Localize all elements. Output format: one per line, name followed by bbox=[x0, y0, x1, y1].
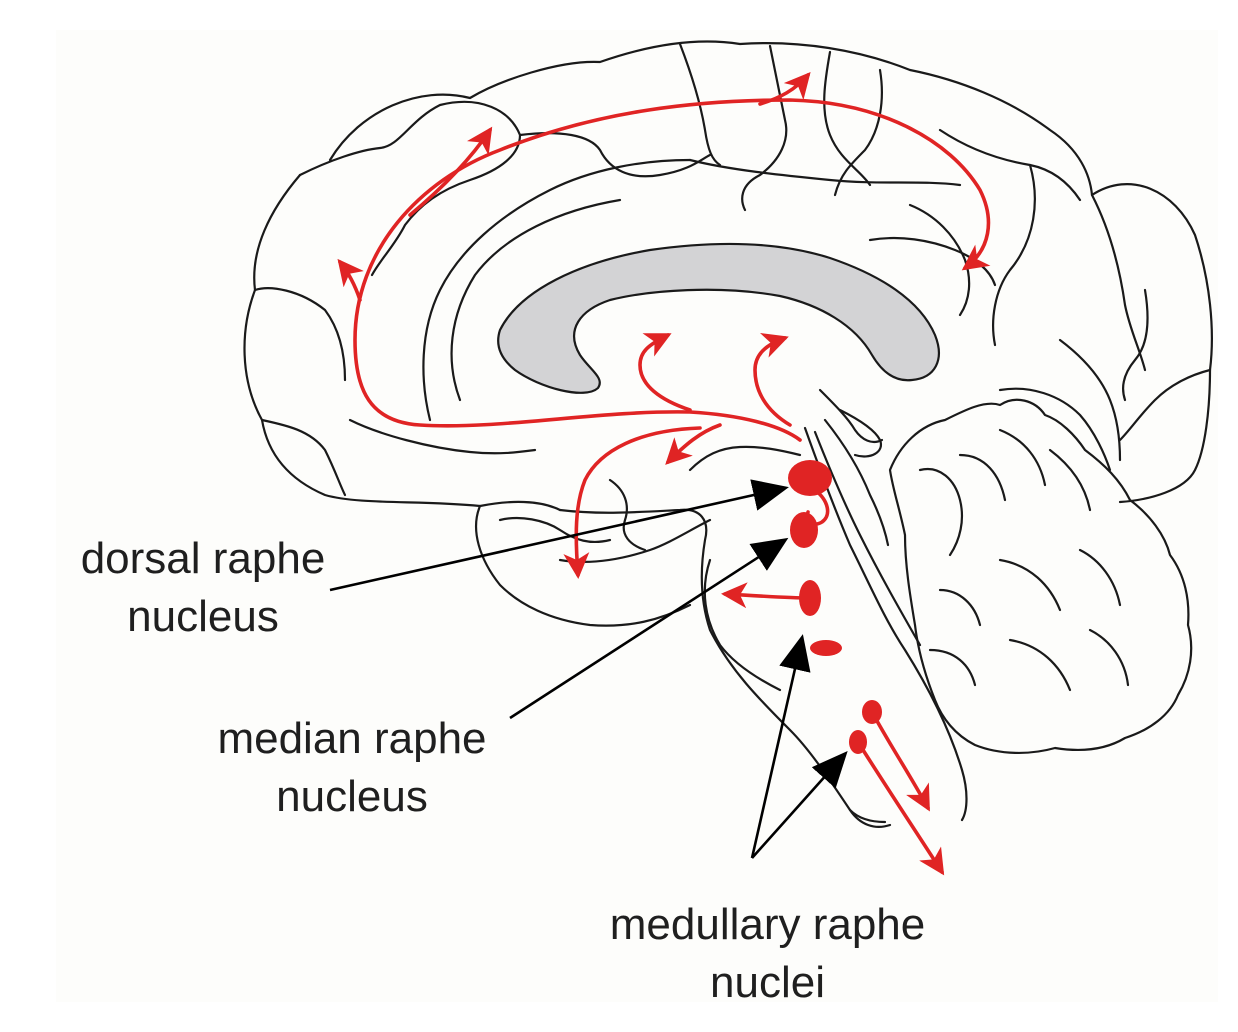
occipital-line-5 bbox=[998, 387, 1112, 472]
medullary-leader-2 bbox=[751, 751, 848, 859]
pons-outline bbox=[703, 558, 782, 692]
occipital-line-1 bbox=[1090, 193, 1147, 372]
projection-spinal-1 bbox=[870, 710, 930, 812]
median-raphe-blob bbox=[790, 512, 818, 548]
cerebellum-folia bbox=[918, 428, 1130, 692]
projection-parietal-up bbox=[758, 71, 811, 106]
corpus-callosum bbox=[497, 242, 940, 394]
cerebellum-outline bbox=[888, 398, 1193, 754]
projection-cingulate-up bbox=[408, 126, 493, 217]
projection-pons-left bbox=[721, 582, 810, 609]
serotonergic-projections bbox=[337, 71, 991, 876]
dorsal-raphe-label-line1: dorsal raphe bbox=[80, 534, 326, 583]
temporal-line-3 bbox=[608, 478, 647, 552]
aqueduct-line bbox=[823, 418, 890, 547]
raphe-nuclei bbox=[788, 460, 882, 754]
dorsal-raphe-label-line2: nucleus bbox=[127, 592, 279, 641]
sulcus-line-1 bbox=[518, 132, 712, 178]
brain-outline bbox=[243, 40, 1213, 828]
brainstem-back-line bbox=[803, 426, 968, 822]
occipital-line-3 bbox=[1118, 368, 1212, 442]
dorsal-raphe-blob bbox=[788, 460, 832, 496]
thalamus-line-1 bbox=[688, 445, 802, 472]
projection-frontal-arc bbox=[353, 98, 991, 442]
medullary-raphe-blob-2 bbox=[862, 700, 882, 724]
median-leader bbox=[509, 537, 789, 720]
median-raphe-label-line2: nucleus bbox=[276, 772, 428, 821]
sulcus-line-10 bbox=[992, 163, 1036, 347]
dorsal-leader bbox=[329, 479, 789, 592]
sulcus-line-2 bbox=[678, 42, 722, 167]
medullary-leader-1 bbox=[750, 634, 811, 859]
median-raphe-label: median raphe nucleus bbox=[192, 710, 512, 826]
projection-thalamus-right bbox=[753, 333, 792, 427]
gyrus-line-1 bbox=[298, 100, 522, 277]
label-leaders bbox=[329, 479, 848, 859]
projection-hypothalamus bbox=[665, 423, 722, 465]
medullary-raphe-label-line2: nuclei bbox=[710, 958, 825, 1007]
projection-temporal bbox=[563, 426, 702, 579]
gyrus-line-4 bbox=[348, 418, 537, 455]
gyrus-line-6 bbox=[450, 198, 622, 402]
temporal-lobe-outline bbox=[475, 504, 692, 627]
medulla-line bbox=[848, 808, 887, 824]
medullary-raphe-blob-1 bbox=[810, 640, 842, 656]
brainstem-front-line bbox=[558, 508, 892, 828]
gyrus-line-2 bbox=[253, 287, 347, 382]
temporal-line-1 bbox=[498, 516, 612, 544]
brainstem-inner-line bbox=[813, 430, 922, 647]
sulcus-line-8 bbox=[868, 236, 997, 287]
pontine-raphe-blob bbox=[799, 580, 821, 616]
diagram-background bbox=[56, 30, 1218, 1002]
gyrus-line-3 bbox=[260, 418, 347, 497]
projection-thalamus-left bbox=[638, 333, 692, 412]
medullary-raphe-blob-3 bbox=[849, 730, 867, 754]
thalamus-line-3 bbox=[838, 408, 883, 458]
sulcus-line-3 bbox=[741, 44, 788, 212]
dorsal-raphe-label: dorsal raphe nucleus bbox=[58, 530, 348, 646]
projection-spinal-2 bbox=[856, 740, 945, 876]
occipital-line-2 bbox=[1121, 288, 1149, 402]
thalamus-line-2 bbox=[818, 388, 884, 444]
sulcus-line-5 bbox=[833, 68, 883, 197]
medullary-raphe-label: medullary raphe nuclei bbox=[575, 896, 960, 1012]
projection-frontal-pole bbox=[337, 258, 364, 302]
sulcus-line-9 bbox=[908, 203, 971, 317]
median-raphe-label-line1: median raphe bbox=[217, 714, 487, 763]
occipital-line-4 bbox=[1058, 338, 1122, 462]
sulcus-line-4 bbox=[823, 50, 872, 187]
gyrus-line-5 bbox=[422, 158, 692, 422]
sulcus-line-7 bbox=[688, 158, 962, 187]
medullary-raphe-label-line1: medullary raphe bbox=[609, 900, 926, 949]
